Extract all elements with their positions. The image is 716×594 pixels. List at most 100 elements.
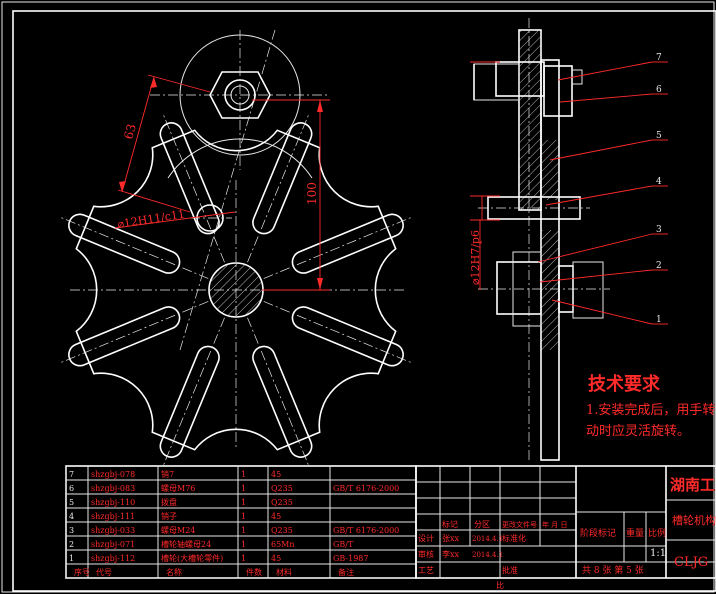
bom-cell-name: 拨盘 xyxy=(161,497,177,507)
tb-drawing-title: 槽轮机构 xyxy=(672,513,716,527)
inner-frame xyxy=(12,10,716,592)
balloon-label: 4 xyxy=(656,177,662,187)
bom-cell-std: GB/T 6176-2000 xyxy=(333,484,399,493)
wheel-plate-hatch xyxy=(541,140,559,200)
title-block: 标记 分区 更改文件号 年 月 日 设计 张xx 2014.4.1 标准化 审核… xyxy=(415,465,716,590)
bom-cell-seq: 2 xyxy=(69,540,74,549)
title-block-frame xyxy=(415,465,716,579)
balloon-label: 1 xyxy=(656,315,662,325)
bom-cell-name: 销子 xyxy=(161,511,177,521)
dim-63-ext1 xyxy=(147,74,211,93)
balloon-leader xyxy=(557,61,653,81)
bom-header-name: 名称 xyxy=(166,567,182,577)
slot-centerline xyxy=(263,216,412,279)
front-view: 63 100 ⌀12H11/c11 xyxy=(60,29,412,466)
bom-cell-qty: 1 xyxy=(241,470,246,479)
bom-cell-std: GB/T 6176-2000 xyxy=(333,526,399,535)
bom-cell-material: Q235 xyxy=(271,526,293,535)
wheel-slot xyxy=(263,213,412,279)
tb-design: 设计 xyxy=(418,533,434,543)
tech-req-line1: 1.安装完成后，用手转 xyxy=(586,403,715,418)
tb-drawing-code: CLJG xyxy=(674,555,708,570)
lower-bolt-head xyxy=(496,261,542,315)
tb-standard: 标准化 xyxy=(502,533,526,543)
tb-weight: 重量 xyxy=(626,527,644,539)
bom-cell-seq: 3 xyxy=(69,526,74,535)
tb-sheet-info: 共 8 张 第 5 张 xyxy=(582,564,644,576)
balloon-1: 1 xyxy=(551,299,668,325)
balloon-leader xyxy=(545,185,653,206)
tb-checker-date: 2014.4.1 xyxy=(472,551,503,559)
bom-cell-material: 65Mn xyxy=(271,540,295,549)
bom-cell-name: 螺母M24 xyxy=(161,525,195,535)
balloon-leader xyxy=(559,93,653,103)
drive-plate-hatch xyxy=(519,30,541,210)
dim-100-arrow1 xyxy=(317,100,323,112)
tb-approve: 批准 xyxy=(502,565,518,575)
bom-header-seq: 序号 xyxy=(74,567,90,577)
bom-cell-code: shzgbj-110 xyxy=(91,498,135,507)
dim-63-text: 63 xyxy=(121,122,138,140)
bom-header-material: 材料 xyxy=(276,567,292,577)
bom-row: 3 shzgbj-033 螺母M24 1 Q235 GB/T 6176-2000 xyxy=(69,525,399,535)
bom-header: 序号代号名称件数材料备注 xyxy=(74,567,354,577)
tb-designer: 张xx xyxy=(442,534,460,543)
tb-process: 工艺 xyxy=(418,566,434,575)
bom-cell-material: Q235 xyxy=(271,498,293,507)
tb-scale-label: 比例 xyxy=(648,527,666,539)
bom-cell-code: shzgbj-033 xyxy=(91,526,135,535)
bom-cell-std: GB-1987 xyxy=(333,554,368,563)
tb-check: 审核 xyxy=(418,549,434,559)
centerline-arm xyxy=(179,29,276,351)
bom-cell-code: shzgbj-078 xyxy=(91,470,135,479)
bom-cell-code: shzgbj-083 xyxy=(91,484,135,493)
tb-zones: 分区 xyxy=(474,520,490,529)
slot-centerline xyxy=(60,216,209,279)
tech-req-line2: 动时应灵活旋转。 xyxy=(586,423,690,439)
bom-cell-qty: 1 xyxy=(241,540,246,549)
bom-cell-name: 槽轮(大槽轮零件) xyxy=(161,553,223,563)
slot-centerline xyxy=(247,114,310,263)
slot-centerline xyxy=(247,317,310,466)
geneva-wheel-outline xyxy=(75,129,397,451)
bom-cell-qty: 1 xyxy=(241,526,246,535)
balloon-leader xyxy=(549,139,653,161)
balloon-4: 4 xyxy=(545,177,668,206)
hole-fit-side-text: ⌀12H7/p6 xyxy=(469,230,482,285)
balloon-3: 3 xyxy=(537,225,668,263)
tb-change-doc: 更改文件号 xyxy=(502,520,537,529)
balloon-5: 5 xyxy=(549,131,668,161)
hole-fit-leader xyxy=(114,211,236,229)
bom-cell-code: shzgbj-112 xyxy=(91,554,135,563)
wheel-slot xyxy=(263,301,412,367)
wheel-slot xyxy=(159,317,225,466)
hole-fit-front-text: ⌀12H11/c11 xyxy=(116,207,185,230)
slot-centerline xyxy=(162,114,225,263)
bom-cell-name: 槽轮轴螺母24 xyxy=(161,539,211,549)
dim-63-arrow2 xyxy=(119,181,126,192)
tb-school: 湖南工 xyxy=(670,476,715,494)
bom-cell-code: shzgbj-071 xyxy=(91,540,135,549)
upper-nut xyxy=(543,65,573,117)
lower-shaft xyxy=(572,261,604,319)
bom-header-qty: 件数 xyxy=(246,567,262,577)
slot-centerline xyxy=(263,301,412,364)
bom-cell-name: 销7 xyxy=(161,469,174,479)
wheel-slots xyxy=(60,114,412,466)
dim-100-arrow2 xyxy=(317,278,323,290)
bom-header-code: 代号 xyxy=(96,567,112,577)
bom-cell-material: 45 xyxy=(271,470,281,479)
balloon-6: 6 xyxy=(559,85,668,103)
balloon-label: 2 xyxy=(656,261,662,271)
bom-cell-material: 45 xyxy=(271,512,281,521)
slot-centerline xyxy=(60,301,209,364)
tb-extra: 比 xyxy=(496,580,504,590)
tb-stage: 阶段标记 xyxy=(580,527,616,539)
bom-cell-std: GB/T xyxy=(333,540,354,549)
balloon-label: 6 xyxy=(656,85,662,95)
